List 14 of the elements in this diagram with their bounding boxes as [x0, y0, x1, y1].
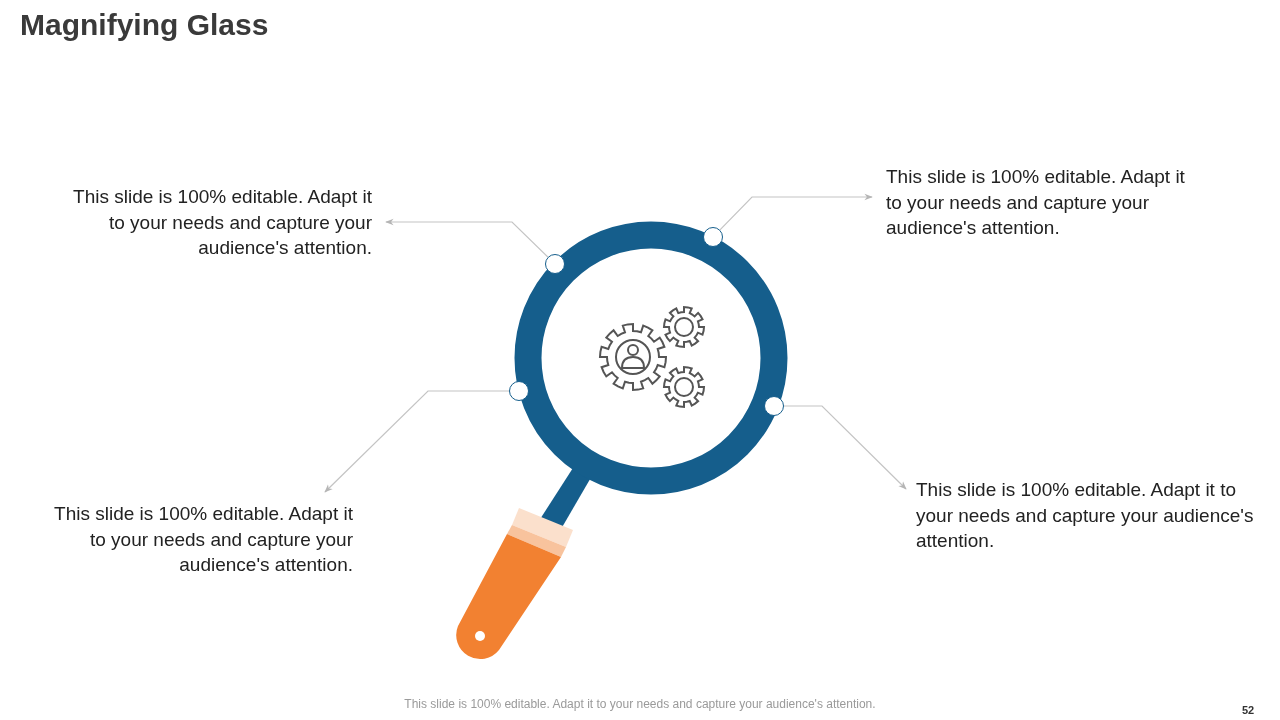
- leader-arrow: [719, 193, 873, 231]
- callout-text: This slide is 100% editable. Adapt it to your needs and capture your audience's attention.: [54, 184, 372, 261]
- callout-text: This slide is 100% editable. Adapt it to your needs and capture your audience's attention.: [886, 164, 1204, 241]
- marker-dot: [509, 381, 529, 401]
- page-number: 52: [1242, 704, 1255, 716]
- callout-text: This slide is 100% editable. Adapt it to your needs and capture your audience's attention.: [35, 501, 353, 578]
- leader-arrow: [783, 405, 907, 490]
- marker-dot: [703, 227, 723, 247]
- leader-arrow: [385, 218, 549, 258]
- leader-arrow: [324, 390, 510, 493]
- slide-title: Magnifying Glass: [20, 8, 269, 42]
- footer-note: This slide is 100% editable. Adapt it to your needs and capture your audience's attention.: [404, 697, 876, 711]
- marker-dot: [545, 254, 565, 274]
- callout-text: This slide is 100% editable. Adapt it to your needs and capture your audience's attention.: [916, 477, 1256, 554]
